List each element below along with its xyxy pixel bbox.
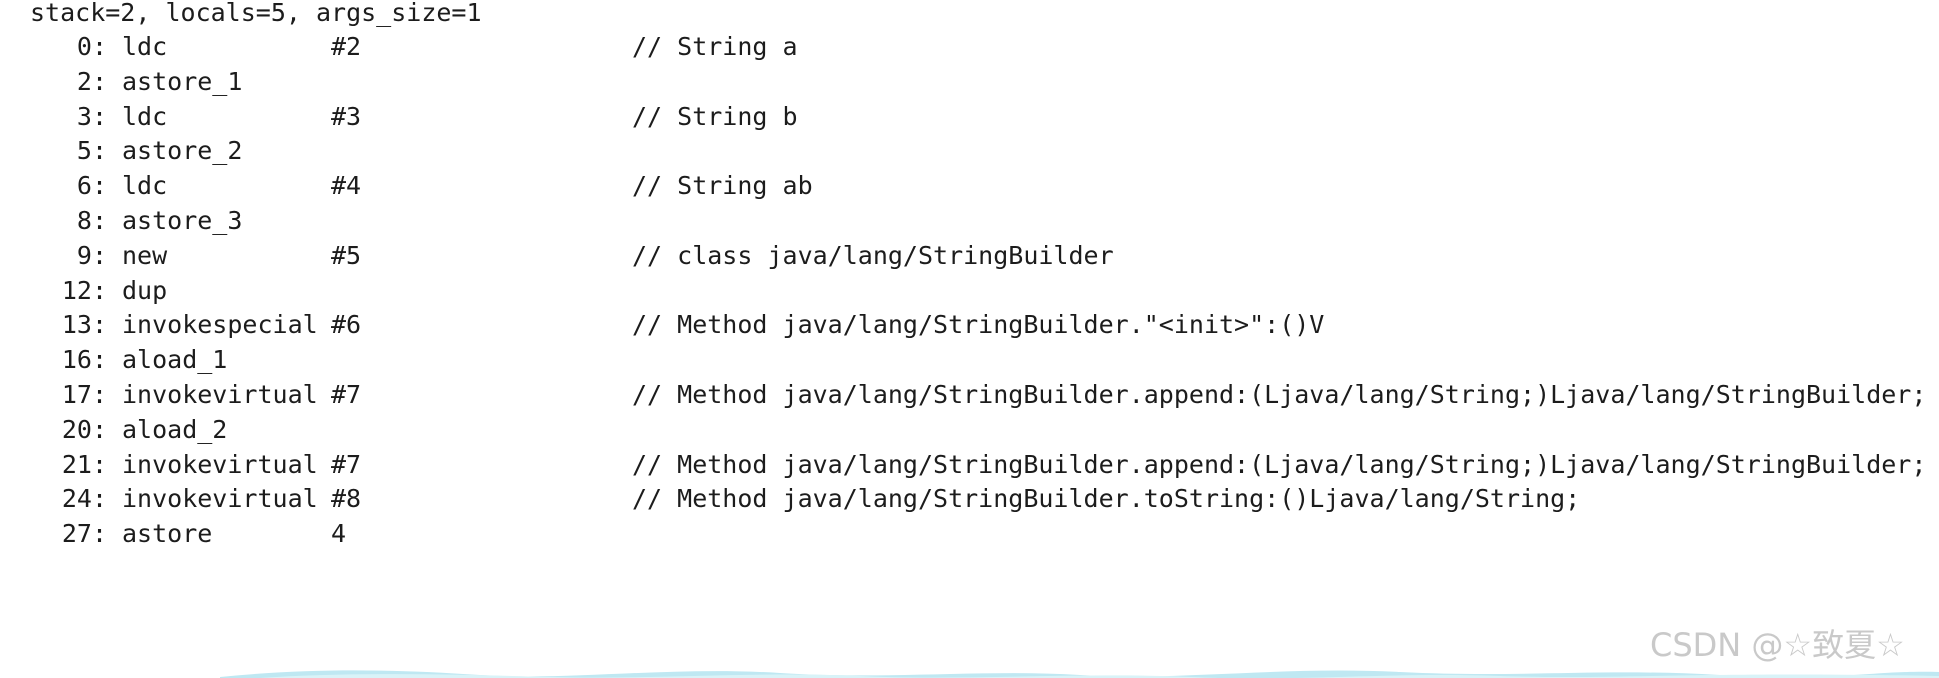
instruction-operand: #8 xyxy=(331,484,362,514)
instruction-opcode: invokevirtual xyxy=(122,380,318,409)
instruction-row: 5: astore_2 xyxy=(0,129,1939,172)
instruction-row: 24: invokevirtual #8 // Method java/lang/St… xyxy=(0,477,1939,520)
instruction-row: 17: invokevirtual #7 // Method java/lang/St… xyxy=(0,373,1939,416)
instruction-row: 16: aload_1 xyxy=(0,338,1939,381)
instruction-operand: #2 xyxy=(331,32,362,61)
instruction-offset: 8: xyxy=(76,206,107,235)
instruction-opcode: aload_1 xyxy=(122,345,228,375)
decorative-wave xyxy=(220,670,1939,678)
instruction-comment: // Method java/lang/StringBuilder."<init… xyxy=(632,310,1325,340)
instruction-row: 3: ldc #3 // String b xyxy=(0,95,1939,138)
instruction-row: 6: ldc #4 // String ab xyxy=(0,164,1939,207)
instruction-offset: 16: xyxy=(61,345,107,375)
instruction-row: 20: aload_2 xyxy=(0,408,1939,451)
instruction-opcode: dup xyxy=(122,275,168,305)
instruction-opcode: ldc xyxy=(122,101,168,131)
instruction-offset: 3: xyxy=(76,101,107,131)
instruction-offset: 9: xyxy=(76,240,107,270)
instruction-comment: // String b xyxy=(632,101,798,131)
instruction-row: 8: astore_3 xyxy=(0,199,1939,242)
instruction-comment: // String a xyxy=(632,32,798,61)
instruction-offset: 0: xyxy=(76,32,107,61)
instruction-operand: #4 xyxy=(331,171,362,201)
instruction-offset: 6: xyxy=(76,171,107,201)
instruction-row: 2: astore_1 xyxy=(0,60,1939,103)
instruction-offset: 2: xyxy=(76,66,107,96)
instruction-comment: // class java/lang/StringBuilder xyxy=(632,240,1114,270)
instruction-offset: 12: xyxy=(61,275,107,305)
instruction-row: 13: invokespecial #6 // Method java/lang/St… xyxy=(0,303,1939,346)
instruction-offset: 5: xyxy=(76,136,107,166)
stack-locals-header: stack=2, locals=5, args_size=1 xyxy=(30,0,482,27)
instruction-offset: 27: xyxy=(61,519,107,549)
instruction-opcode: ldc xyxy=(122,32,168,61)
instruction-opcode: invokevirtual xyxy=(122,484,318,514)
instruction-opcode: aload_2 xyxy=(122,414,228,444)
instruction-offset: 20: xyxy=(61,414,107,444)
instruction-operand: #6 xyxy=(331,310,362,340)
instruction-offset: 24: xyxy=(61,484,107,514)
csdn-watermark: CSDN @☆致夏☆ xyxy=(1650,626,1905,664)
instruction-opcode: invokespecial xyxy=(122,310,318,340)
instruction-opcode: invokevirtual xyxy=(122,449,318,479)
instruction-comment: // String ab xyxy=(632,171,813,201)
instruction-comment: // Method java/lang/StringBuilder.append… xyxy=(632,449,1927,479)
instruction-row: 0: ldc #2 // String a xyxy=(0,25,1939,68)
instruction-operand: #7 xyxy=(331,449,362,479)
instruction-opcode: astore_3 xyxy=(122,206,243,235)
instruction-comment: // Method java/lang/StringBuilder.toStri… xyxy=(632,484,1581,514)
instruction-opcode: astore xyxy=(122,519,213,549)
instruction-opcode: new xyxy=(122,240,168,270)
instruction-row: 21: invokevirtual #7 // Method java/lang/St… xyxy=(0,443,1939,486)
instruction-row: 27: astore 4 xyxy=(0,512,1939,555)
instruction-offset: 13: xyxy=(61,310,107,340)
instruction-comment: // Method java/lang/StringBuilder.append… xyxy=(632,380,1927,409)
instruction-operand: #5 xyxy=(331,240,362,270)
instruction-operand: #7 xyxy=(331,380,362,409)
instruction-row: 9: new #5 // class java/lang/StringBuilder xyxy=(0,234,1939,277)
instruction-opcode: astore_1 xyxy=(122,66,243,96)
instruction-operand: 4 xyxy=(331,519,347,549)
instruction-offset: 21: xyxy=(61,449,107,479)
instruction-operand: #3 xyxy=(331,101,362,131)
instruction-opcode: ldc xyxy=(122,171,168,201)
instruction-offset: 17: xyxy=(61,380,107,409)
instruction-row: 12: dup xyxy=(0,269,1939,312)
instruction-opcode: astore_2 xyxy=(122,136,243,166)
